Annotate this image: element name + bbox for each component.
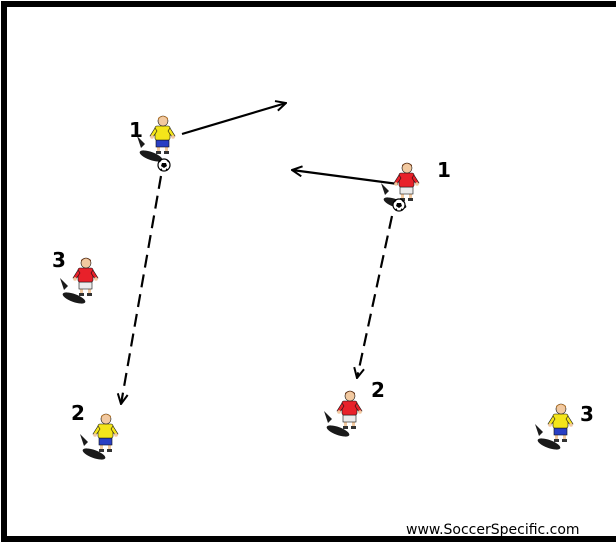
label-yellow-1: 1 (129, 118, 143, 142)
ball-icon (393, 199, 405, 211)
label-red-3: 3 (52, 248, 66, 272)
label-red-1: 1 (437, 158, 451, 182)
ball-icon (158, 159, 170, 171)
credit-text: www.SoccerSpecific.com (406, 522, 580, 538)
label-yellow-3: 3 (580, 402, 594, 426)
label-yellow-2: 2 (71, 401, 85, 425)
label-red-2: 2 (371, 378, 385, 402)
